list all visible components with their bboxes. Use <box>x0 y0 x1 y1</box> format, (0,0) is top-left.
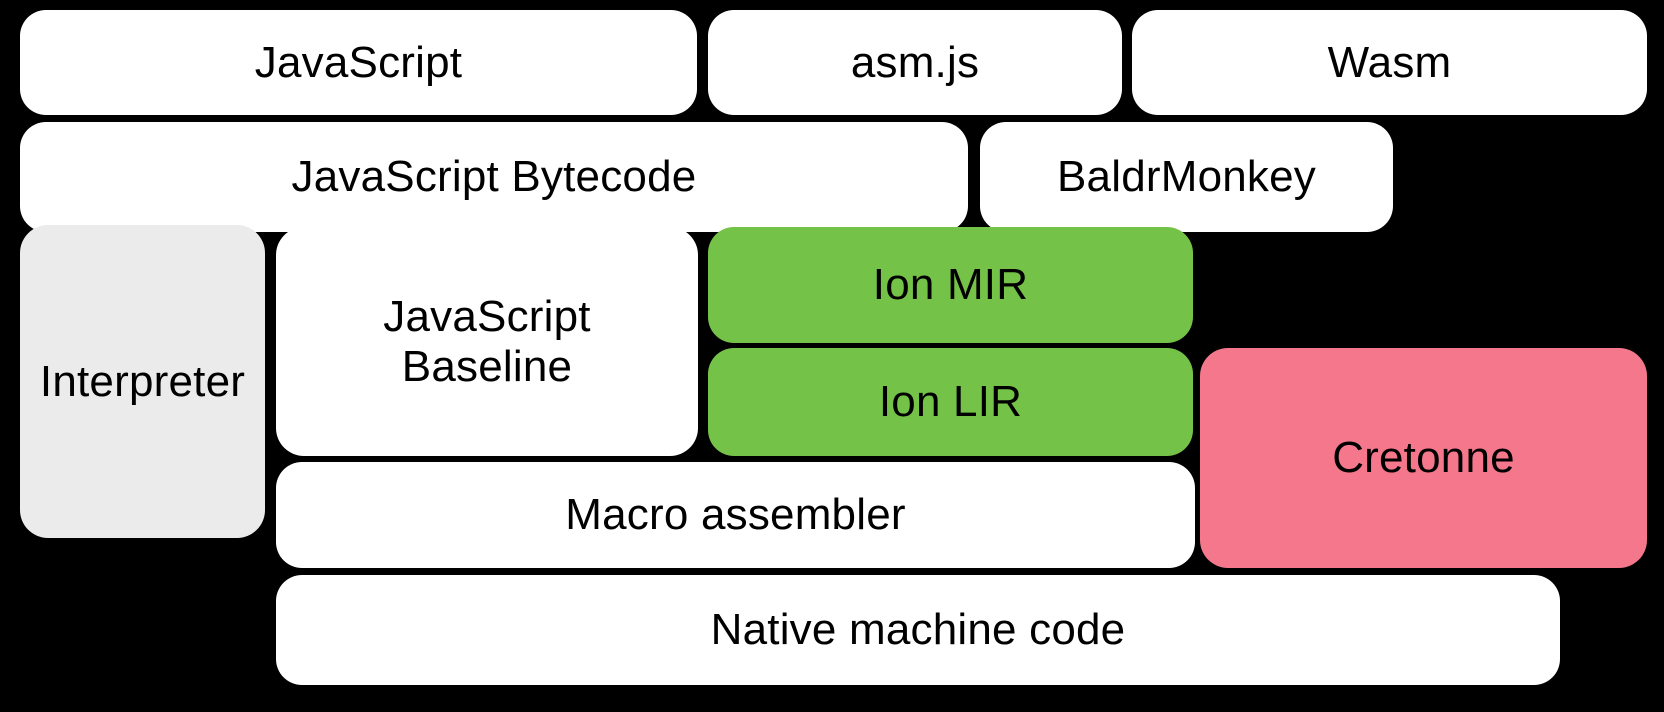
node-baldrmonkey[interactable]: BaldrMonkey <box>980 122 1393 232</box>
node-native-machine-code-label: Native machine code <box>710 605 1126 655</box>
node-ion-lir-label: Ion LIR <box>878 377 1023 427</box>
node-javascript-baseline[interactable]: JavaScript Baseline <box>276 227 698 456</box>
node-asmjs-label: asm.js <box>850 37 980 87</box>
node-ion-mir[interactable]: Ion MIR <box>708 227 1193 343</box>
node-wasm-label: Wasm <box>1327 37 1452 87</box>
node-ion-mir-label: Ion MIR <box>872 260 1029 310</box>
node-cretonne-label: Cretonne <box>1332 433 1515 483</box>
node-javascript-label: JavaScript <box>254 37 463 87</box>
node-wasm[interactable]: Wasm <box>1132 10 1647 115</box>
node-ion-lir[interactable]: Ion LIR <box>708 348 1193 456</box>
node-baldrmonkey-label: BaldrMonkey <box>1057 152 1316 202</box>
node-javascript[interactable]: JavaScript <box>20 10 697 115</box>
node-macro-assembler-label: Macro assembler <box>565 490 906 540</box>
node-asmjs[interactable]: asm.js <box>708 10 1122 115</box>
node-macro-assembler[interactable]: Macro assembler <box>276 462 1195 568</box>
node-cretonne[interactable]: Cretonne <box>1200 348 1647 568</box>
node-interpreter-label: Interpreter <box>39 356 246 406</box>
node-native-machine-code[interactable]: Native machine code <box>276 575 1560 685</box>
node-javascript-bytecode-label: JavaScript Bytecode <box>291 152 697 202</box>
node-javascript-bytecode[interactable]: JavaScript Bytecode <box>20 122 968 232</box>
node-interpreter[interactable]: Interpreter <box>20 225 265 538</box>
node-javascript-baseline-label: JavaScript Baseline <box>383 292 591 391</box>
